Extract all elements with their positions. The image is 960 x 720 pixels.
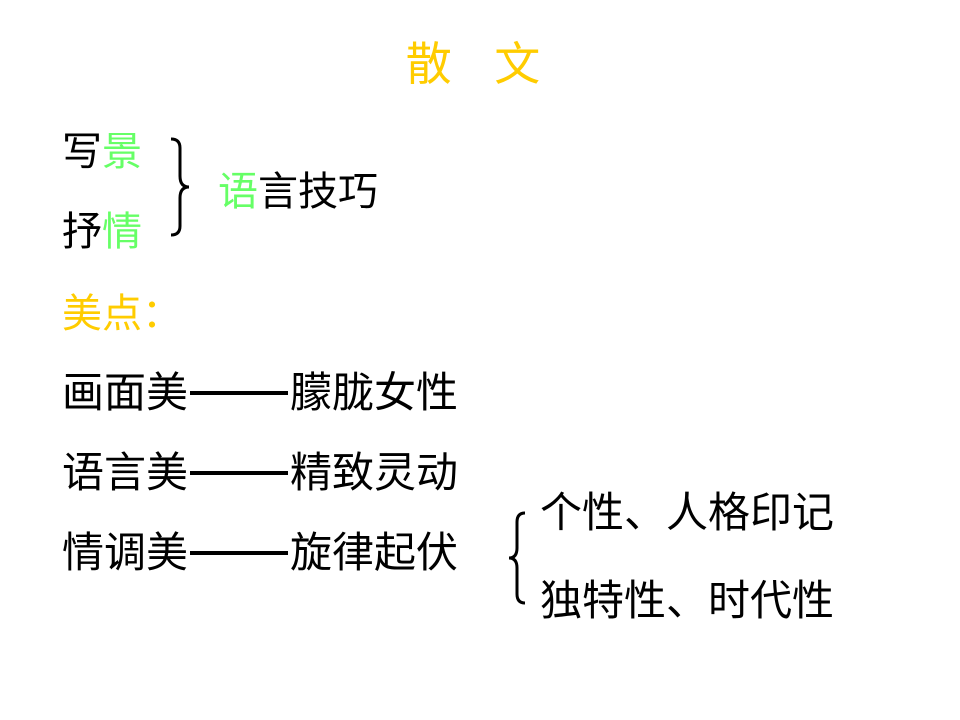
technique-item-emotion: 抒情 — [62, 206, 142, 258]
trait-item: 独特性、时代性 — [540, 576, 835, 625]
closing-brace-icon — [170, 137, 190, 237]
points-heading: 美点： — [62, 288, 182, 340]
beauty-point-name: 语言美 — [62, 448, 189, 497]
technique-prefix: 写 — [62, 129, 102, 175]
beauty-point-description: 精致灵动 — [290, 448, 459, 497]
beauty-point-description: 朦胧女性 — [290, 368, 459, 417]
beauty-point-row: 语言美 精致灵动 — [62, 446, 458, 500]
beauty-point-row: 画面美 朦胧女性 — [62, 366, 458, 420]
technique-prefix: 抒 — [62, 209, 102, 255]
beauty-point-description: 旋律起伏 — [290, 528, 459, 577]
beauty-point-name: 画面美 — [62, 368, 189, 417]
technique-item-scenery: 写景 — [62, 126, 142, 178]
trait-item: 个性、人格印记 — [540, 488, 835, 537]
technique-highlight: 景 — [102, 129, 142, 175]
em-dash-divider — [190, 550, 289, 555]
em-dash-divider — [190, 470, 289, 475]
technique-result-highlight: 语 — [218, 169, 258, 215]
technique-result: 语言技巧 — [218, 166, 378, 218]
opening-brace-icon — [508, 511, 526, 605]
beauty-point-row: 情调美 旋律起伏 — [62, 526, 458, 580]
points-heading-text: 美点： — [62, 291, 182, 337]
slide-title: 散 文 — [405, 37, 555, 91]
em-dash-divider — [190, 390, 289, 395]
beauty-point-name: 情调美 — [62, 528, 189, 577]
technique-highlight: 情 — [102, 209, 142, 255]
technique-result-rest: 言技巧 — [258, 169, 378, 215]
